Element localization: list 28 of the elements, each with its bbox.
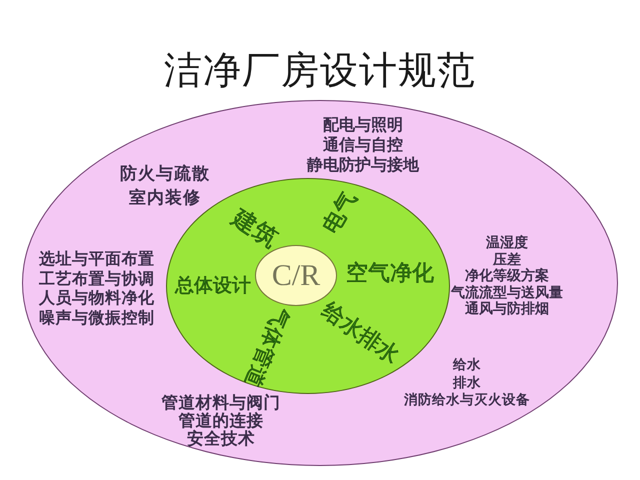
topic-label: 人员与物料净化	[39, 288, 154, 308]
topic-label: 噪声与微振控制	[39, 308, 154, 327]
topic-label: 选址与平面布置	[39, 249, 154, 268]
topic-label: 通信与自控	[323, 135, 403, 155]
category-label: 电气	[320, 188, 362, 238]
center-label: C/R	[272, 260, 320, 290]
topic-label: 安全技术	[187, 430, 255, 448]
topic-label: 通风与防排烟	[465, 301, 549, 318]
category-label: 空气净化	[346, 263, 434, 285]
topic-label: 管道的连接	[178, 412, 264, 430]
topic-label: 工艺布置与协调	[39, 268, 154, 288]
category-label: 建筑	[228, 205, 282, 251]
topic-label: 静电防护与接地	[307, 155, 419, 175]
topic-label: 气流流型与送风量	[451, 284, 563, 301]
topic-label: 压差	[493, 252, 521, 268]
topic-label: 室内装修	[129, 187, 201, 210]
topic-label: 排水	[453, 374, 481, 392]
diagram-title: 洁净厂房设计规范	[164, 47, 476, 94]
topic-label: 温湿度	[486, 235, 528, 252]
category-label: 总体设计	[175, 276, 251, 296]
category-label: 气体管道	[242, 304, 292, 390]
topic-label: 防火与疏散	[120, 163, 210, 186]
topic-label: 管道材料与阀门	[162, 394, 280, 412]
topic-label: 配电与照明	[323, 115, 403, 135]
category-label: 给水排水	[318, 300, 402, 368]
topic-label: 净化等级方案	[465, 268, 549, 284]
topic-label: 给水	[453, 357, 481, 374]
topic-label: 消防给水与灭火设备	[404, 392, 530, 410]
